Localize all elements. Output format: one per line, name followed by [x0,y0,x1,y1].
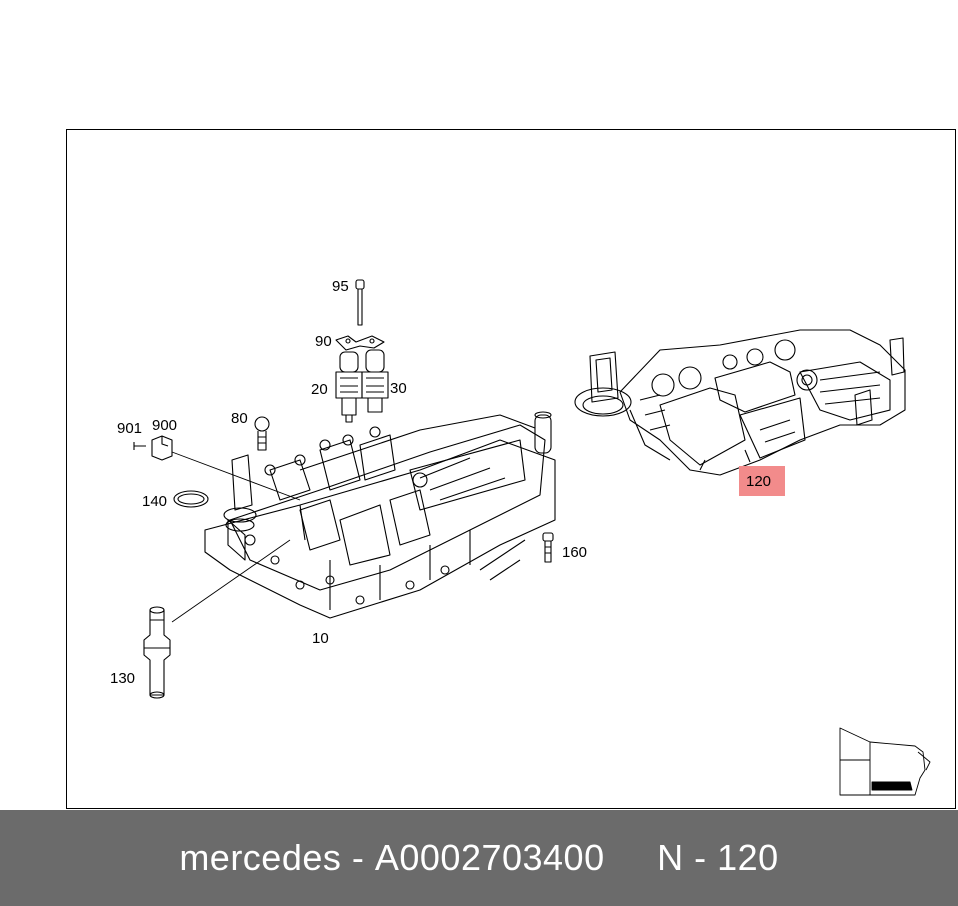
callout-20: 20 [311,381,328,398]
sensor-part-900 [151,435,173,461]
footer-gap [605,837,658,879]
callout-30: 30 [390,380,407,397]
footer-position-label: N - 120 [657,837,779,878]
pin-part-901 [133,442,146,450]
callout-160: 160 [562,544,587,561]
callout-120-highlight [739,466,785,496]
solenoid-part-20 [335,351,363,423]
screw-part-80 [254,416,270,451]
callout-90: 90 [315,333,332,350]
seal-ring-part-140 [173,490,209,508]
parts-diagram: 95 90 20 30 80 901 900 140 160 10 130 12… [110,278,931,796]
callout-120: 120 [746,473,771,490]
callout-130: 130 [110,670,135,687]
leader-lines [171,451,301,623]
solenoid-part-30 [361,349,389,413]
tube-part-130 [143,606,171,699]
callout-140: 140 [142,493,167,510]
bolt-part-95 [355,279,365,326]
control-unit-part-120 [574,329,906,476]
footer-separator: - [341,837,375,878]
diagram-frame [66,129,956,809]
transmission-thumbnail [839,727,931,796]
footer-part-number: A0002703400 [374,837,605,878]
valve-body-part-10 [204,411,556,619]
footer-caption: mercedes - A0002703400 N - 120 [0,810,958,906]
footer-brand: mercedes [179,837,342,878]
callout-95: 95 [332,278,349,295]
callout-80: 80 [231,410,248,427]
bolt-part-160 [542,532,554,563]
clip-part-90 [335,335,385,351]
callout-900: 900 [152,417,177,434]
callout-901: 901 [117,420,142,437]
callout-10: 10 [312,630,329,647]
